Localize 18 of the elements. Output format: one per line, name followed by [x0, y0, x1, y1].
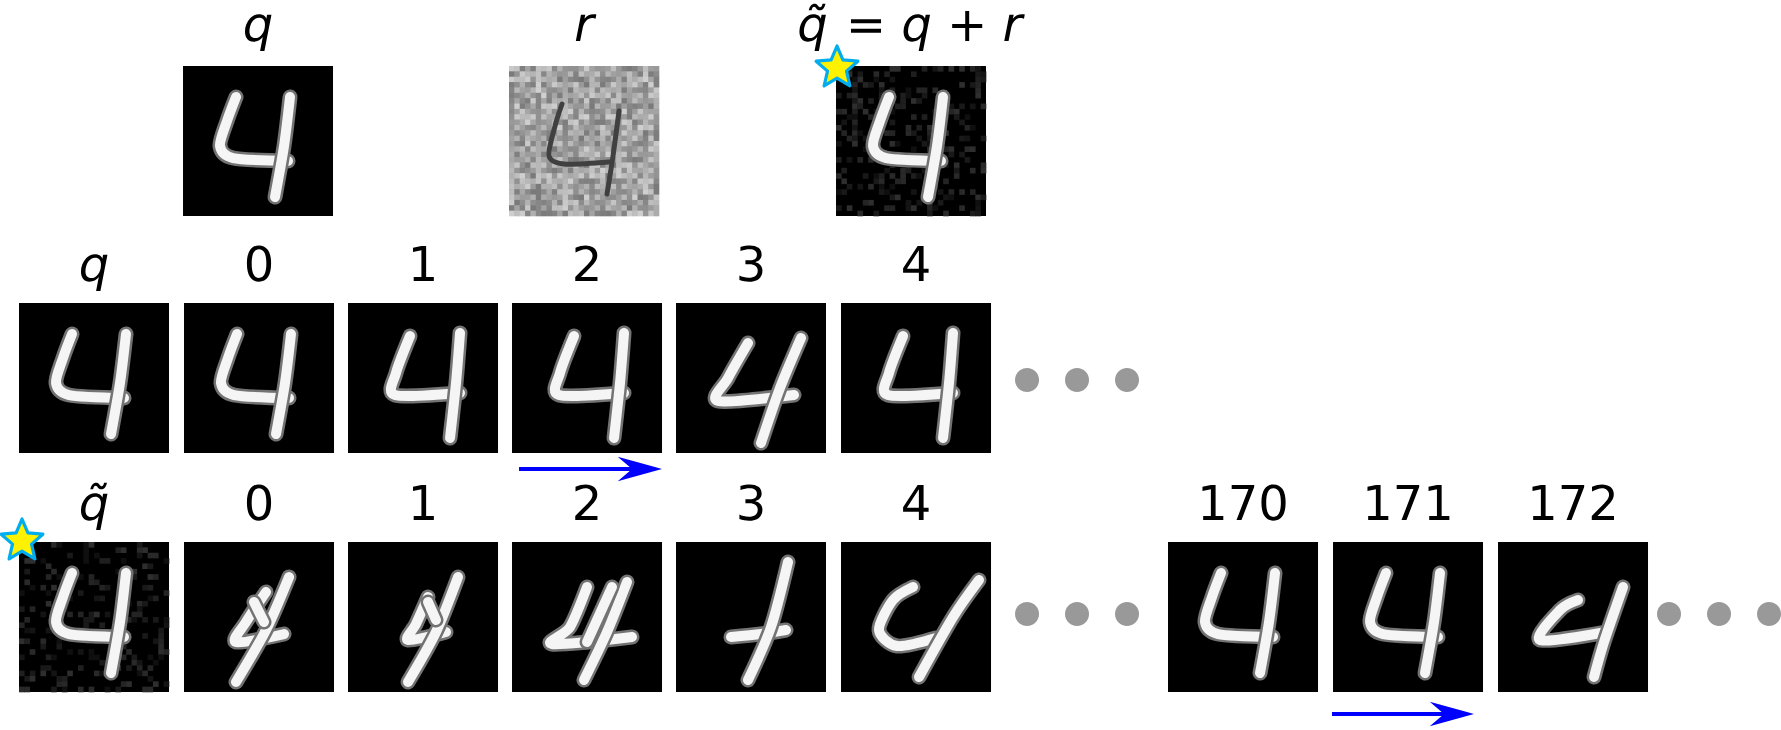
image-label: 4 [903, 246, 929, 281]
image-label: 172 [1532, 484, 1614, 520]
image-label: 170 [1202, 484, 1286, 521]
image-label: 0 [246, 484, 272, 521]
image-label: 2 [575, 484, 598, 520]
image-label: q [244, 14, 272, 51]
image-label: 3 [739, 484, 763, 521]
image-label: 3 [739, 245, 763, 282]
image-label: r [575, 14, 597, 41]
image-label: 1 [413, 246, 434, 281]
image-label: q̃ [80, 482, 108, 530]
image-label: 4 [903, 485, 929, 520]
image-label: 0 [246, 245, 272, 282]
image-label: q [80, 254, 108, 291]
image-label: 2 [575, 245, 598, 281]
image-label: 1 [413, 485, 434, 520]
image-label: 171 [1367, 485, 1450, 520]
image-label: q̃ = q + r [799, 3, 1025, 51]
